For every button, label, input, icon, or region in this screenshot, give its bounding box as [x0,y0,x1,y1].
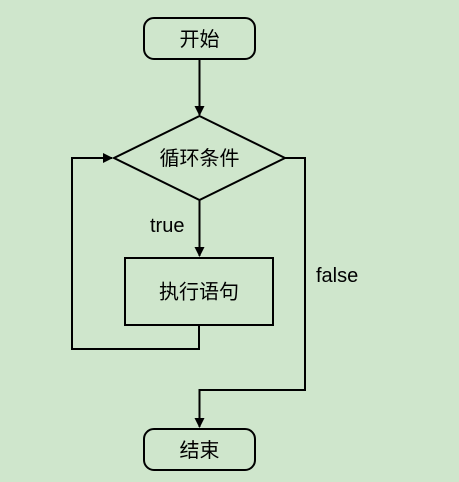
end-node: 结束 [143,428,256,471]
arrow-condition-to-end [194,157,306,428]
end-node-label: 结束 [180,438,220,462]
statement-node: 执行语句 [124,257,274,326]
start-node: 开始 [143,17,256,60]
false-branch-label: false [316,265,358,287]
end-node-shape [143,428,256,471]
condition-node-label: 循环条件 [160,146,240,170]
loop-back-arrow [71,153,200,350]
statement-node-label: 执行语句 [159,280,239,304]
condition-node: 循环条件 [111,114,288,202]
true-branch-label: true [150,215,184,237]
start-node-label: 开始 [180,27,220,51]
